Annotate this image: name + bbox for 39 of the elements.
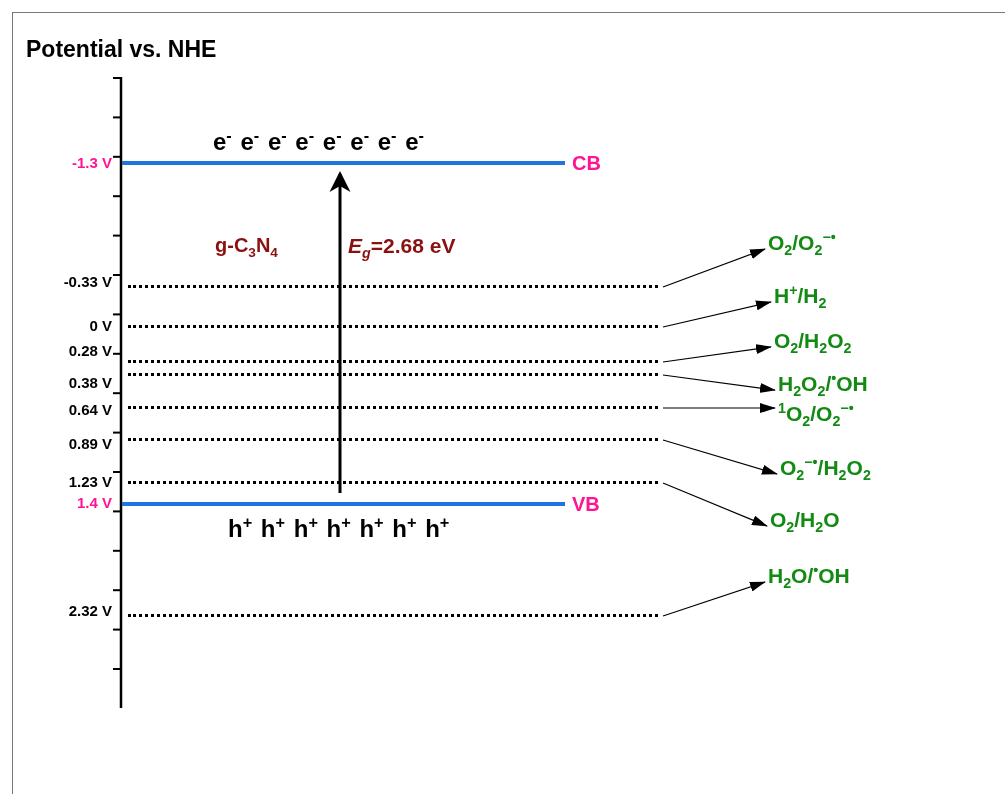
- carrier-label: h$^{+}$ h$^{+}$ h$^{+}$ h$^{+}$ h$^{+}$ h$^{+}$ h$^{+}$: [228, 515, 450, 543]
- potential-value: 0.38 V: [68, 374, 112, 392]
- potential-level-line: [128, 360, 658, 363]
- redox-couple: O$_{2}$$^{−•}$/H$_{2}$O$_{2}$: [780, 456, 871, 479]
- potential-level-line: [128, 325, 658, 328]
- redox-couple: H$^{+}$/H$_{2}$: [774, 284, 827, 307]
- carrier-label: e$^{-}$ e$^{-}$ e$^{-}$ e$^{-}$ e$^{-}$ e$^{-}$ e$^{-}$ e$^{-}$: [213, 128, 424, 156]
- potential-value: 1.4 V: [76, 494, 112, 512]
- arrow: [662, 248, 766, 288]
- band-label: VB: [572, 493, 600, 515]
- band-label: CB: [572, 152, 601, 174]
- redox-couple: O$_{2}$/H$_{2}$O: [770, 508, 840, 531]
- potential-level-line: [128, 481, 658, 484]
- potential-level-line: [128, 406, 658, 409]
- arrow: [662, 581, 766, 617]
- arrow: [662, 439, 778, 475]
- potential-level-line: [128, 285, 658, 288]
- arrow: [662, 403, 776, 413]
- arrow: [662, 374, 776, 393]
- arrow: [662, 300, 772, 328]
- potential-value: -1.3 V: [71, 154, 112, 172]
- potential-value: 0 V: [89, 317, 112, 335]
- potential-level-line: [128, 438, 658, 441]
- potential-value: 2.32 V: [68, 602, 112, 620]
- redox-couple: H$_{2}$O$_{2}$/$^{•}$OH: [778, 372, 868, 395]
- arrow: [329, 171, 351, 493]
- potential-value: 0.89 V: [68, 435, 112, 453]
- arrow: [662, 344, 772, 363]
- potential-value: -0.33 V: [63, 273, 112, 291]
- potential-value: 1.23 V: [68, 473, 112, 491]
- potential-level-line: [128, 373, 658, 376]
- material-label: g-C$_{3}$N$_{4}$: [215, 234, 278, 257]
- potential-level-line: [128, 614, 658, 617]
- potential-value: 0.64 V: [68, 401, 112, 419]
- arrow: [662, 482, 768, 527]
- chart-title: Potential vs. NHE: [26, 36, 217, 63]
- redox-couple: H$_{2}$O/$^{•}$OH: [768, 564, 850, 587]
- potential-value: 0.28 V: [68, 342, 112, 360]
- redox-couple: O$_{2}$/H$_{2}$O$_{2}$: [774, 329, 852, 352]
